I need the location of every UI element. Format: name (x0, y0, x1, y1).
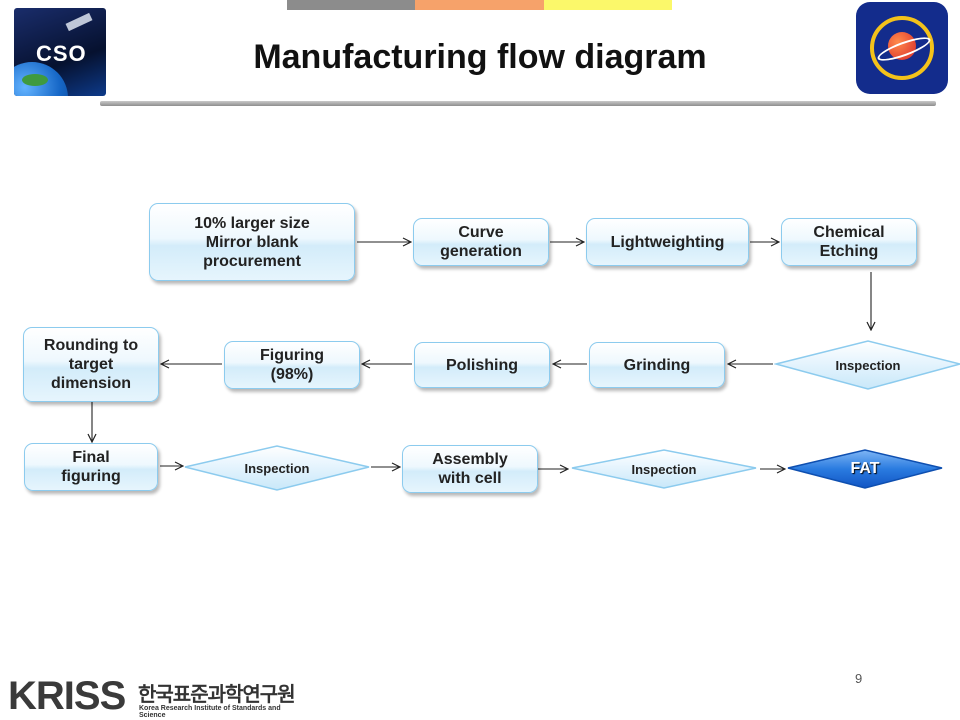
land-graphic (22, 74, 48, 86)
node-polishing: Polishing (414, 342, 550, 388)
top-bar-orange (415, 0, 544, 10)
node-final-figuring: Final figuring (24, 443, 158, 491)
node-rounding-to-target-dimension: Rounding to target dimension (23, 327, 159, 402)
kriss-logo: KRISS 한국표준과학연구원 Korea Research Institute… (8, 672, 308, 719)
node-figuring: Figuring (98%) (224, 341, 360, 389)
kasi-logo (856, 2, 948, 94)
inspection-1-label: Inspection (835, 357, 901, 373)
node-chemical-etching: Chemical Etching (781, 218, 917, 266)
top-bar-gray (287, 0, 415, 10)
fat-label: FAT (850, 460, 880, 477)
node-assembly-with-cell: Assembly with cell (402, 445, 538, 493)
node-lightweighting: Lightweighting (586, 218, 749, 266)
node-inspection-1: Inspection (774, 338, 960, 392)
title-underline (100, 101, 936, 106)
inspection-3-label: Inspection (631, 461, 697, 477)
kriss-logo-text: KRISS (8, 674, 126, 718)
page-number: 9 (855, 671, 863, 686)
inspection-3-diamond (571, 449, 757, 489)
fat-diamond (787, 449, 943, 489)
cso-logo: CSO (14, 8, 106, 96)
inspection-2-label: Inspection (244, 460, 310, 476)
node-curve-generation: Curve generation (413, 218, 549, 266)
node-grinding: Grinding (589, 342, 725, 388)
cso-logo-text: CSO (36, 41, 87, 66)
inspection-1-diamond (774, 340, 960, 390)
node-inspection-2: Inspection (183, 444, 371, 492)
kriss-english-name: Korea Research Institute of Standards an… (139, 705, 281, 719)
node-fat: FAT (786, 448, 944, 490)
planet-icon (888, 32, 916, 60)
page-title: Manufacturing flow diagram (253, 38, 707, 76)
kriss-korean-name: 한국표준과학연구원 (138, 682, 296, 706)
top-bar-yellow (544, 0, 672, 10)
node-mirror-blank-procurement: 10% larger size Mirror blank procurement (149, 203, 355, 281)
node-inspection-3: Inspection (570, 448, 758, 490)
kasi-ring (870, 16, 934, 80)
inspection-2-diamond (184, 445, 370, 491)
